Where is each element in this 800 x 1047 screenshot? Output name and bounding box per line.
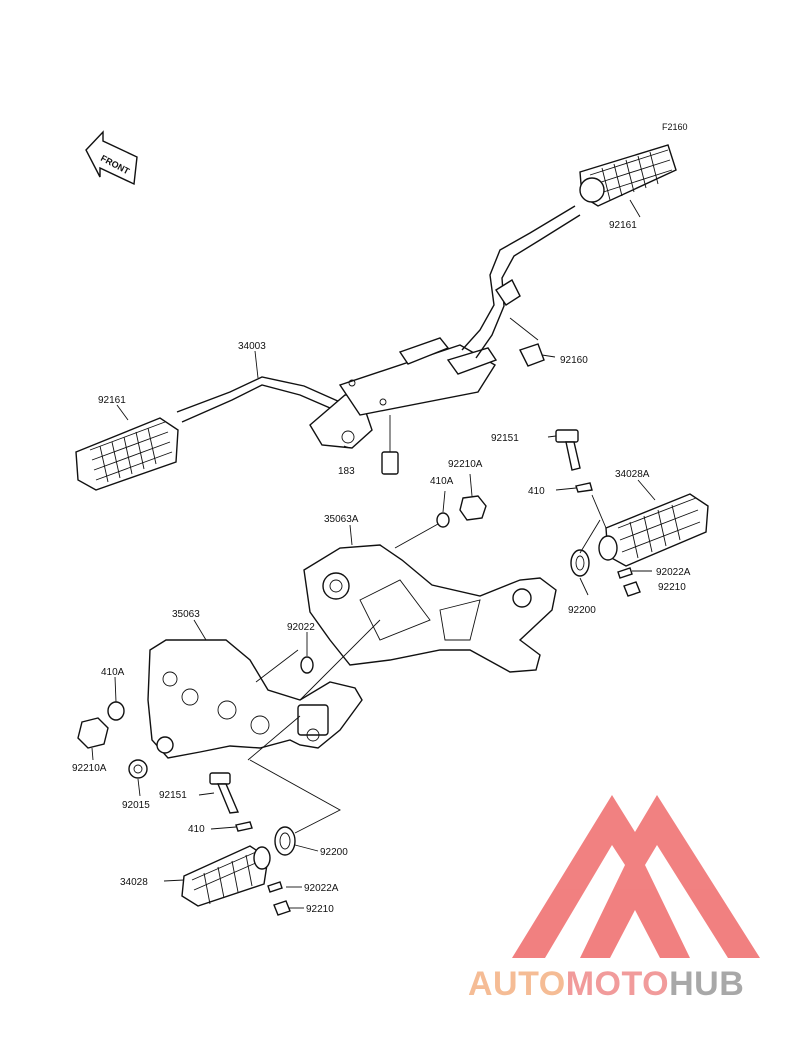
- label-92160: 92160: [560, 355, 588, 366]
- nut-92210-lower: [273, 900, 291, 916]
- label-34028A: 34028A: [615, 469, 650, 480]
- washer-410A-lower: [107, 701, 125, 721]
- washer-92200-lower: [274, 826, 296, 856]
- footrest-34028A: [598, 493, 709, 567]
- label-92161-left: 92161: [98, 395, 126, 406]
- cotter-pin-92022A-upper: [617, 567, 633, 579]
- nut-92210A-upper: [459, 495, 487, 521]
- assembly-guide-lines: [247, 494, 607, 834]
- rubber-cap-92160: [509, 317, 545, 367]
- washer-410A-upper: [394, 512, 450, 549]
- label-410A-upper: 410A: [430, 476, 454, 487]
- footrest-bracket-35063A: [303, 544, 557, 673]
- label-92151-lower: 92151: [159, 790, 187, 801]
- pin-92151-lower: [209, 772, 240, 814]
- label-34003: 34003: [238, 341, 266, 352]
- watermark-hub: HUB: [669, 965, 744, 1003]
- front-arrow-icon: FRONT: [85, 130, 138, 186]
- pin-92151-upper: [555, 429, 581, 471]
- nut-92210-upper: [623, 581, 641, 597]
- diagram-ref-code: F2160: [662, 122, 688, 132]
- washer-92200-upper: [570, 549, 590, 577]
- footrest-bracket-35063: [147, 639, 363, 759]
- watermark-logo: AUTOMOTOHUB: [468, 795, 760, 1003]
- nut-92210A-lower: [77, 717, 109, 749]
- label-410-lower: 410: [188, 824, 205, 835]
- label-92022: 92022: [287, 622, 315, 633]
- label-34028: 34028: [120, 877, 148, 888]
- label-92015: 92015: [122, 800, 150, 811]
- leader-lines: [91, 199, 656, 909]
- nut-92015: [128, 759, 148, 779]
- label-92200-upper: 92200: [568, 605, 596, 616]
- cotter-pin-92022A-lower: [267, 881, 283, 893]
- washer-92022: [300, 656, 314, 674]
- label-92200-lower: 92200: [320, 847, 348, 858]
- watermark-auto: AUTO: [468, 965, 566, 1003]
- label-92151-upper: 92151: [491, 433, 519, 444]
- clip-410-upper: [575, 482, 593, 493]
- label-35063: 35063: [172, 609, 200, 620]
- watermark-moto: MOTO: [566, 965, 669, 1003]
- part-labels: 34003 92161 92161 92160 183 92151 92210A…: [72, 220, 691, 915]
- clip-410-lower: [235, 821, 253, 832]
- footrest-34028: [181, 845, 271, 907]
- label-92210-upper: 92210: [658, 582, 686, 593]
- label-92210A-lower: 92210A: [72, 763, 107, 774]
- label-92210A-upper: 92210A: [448, 459, 483, 470]
- label-92022A-upper: 92022A: [656, 567, 691, 578]
- label-410-upper: 410: [528, 486, 545, 497]
- label-183: 183: [338, 466, 355, 477]
- footrest-bar-34003: [176, 205, 581, 475]
- footrest-rubber-left: [75, 417, 179, 491]
- label-92161-right: 92161: [609, 220, 637, 231]
- footrest-rubber-right: [579, 144, 677, 207]
- label-92022A-lower: 92022A: [304, 883, 339, 894]
- label-410A-lower: 410A: [101, 667, 125, 678]
- label-92210-lower: 92210: [306, 904, 334, 915]
- svg-text:AUTOMOTOHUB: AUTOMOTOHUB: [468, 965, 744, 1003]
- label-35063A: 35063A: [324, 514, 359, 525]
- logo-mark-icon: [512, 795, 760, 958]
